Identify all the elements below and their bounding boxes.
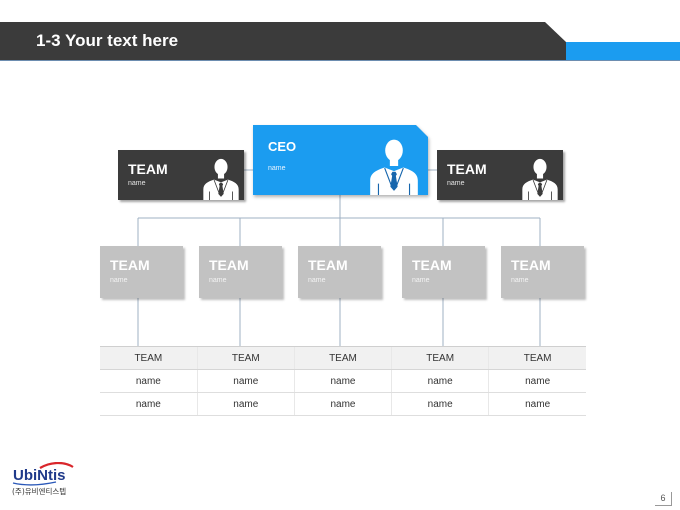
table-cell: name	[100, 369, 198, 393]
team-name: name	[511, 277, 529, 284]
header-blue-band	[566, 42, 680, 60]
team-title: TEAM	[128, 161, 168, 177]
person-icon	[519, 157, 561, 200]
logo-swoosh-blue	[12, 481, 57, 486]
team-title: TEAM	[511, 257, 551, 273]
team-title: TEAM	[209, 257, 249, 273]
table-cell: name	[100, 392, 198, 416]
table-cell: name	[196, 369, 295, 393]
table-cell: name	[488, 369, 586, 393]
ceo-box: CEO name	[253, 125, 428, 195]
company-logo: UbiNtis	[12, 462, 74, 486]
team-box-2: TEAM name	[199, 246, 282, 298]
team-name: name	[447, 180, 465, 187]
logo-swoosh-red	[39, 462, 74, 469]
team-box-4: TEAM name	[402, 246, 485, 298]
team-name: name	[308, 277, 326, 284]
team-table: TEAM TEAM TEAM TEAM TEAM name name name …	[100, 346, 586, 416]
table-cell: name	[196, 392, 295, 416]
table-row: name name name name name	[100, 369, 586, 393]
table-header-row: TEAM TEAM TEAM TEAM TEAM	[100, 346, 586, 370]
header-dark-band	[0, 22, 566, 60]
person-icon	[368, 137, 420, 195]
ceo-box-body: CEO name	[253, 125, 428, 195]
team-title: TEAM	[308, 257, 348, 273]
table-row: name name name name name	[100, 392, 586, 416]
team-title: TEAM	[110, 257, 150, 273]
table-header-cell: TEAM	[293, 346, 392, 370]
team-name: name	[128, 180, 146, 187]
person-icon	[200, 157, 242, 200]
table-header-cell: TEAM	[100, 346, 198, 370]
company-name: (주)유비엔티스텝	[12, 487, 67, 496]
table-cell: name	[488, 392, 586, 416]
team-title: TEAM	[412, 257, 452, 273]
table-cell: name	[391, 392, 489, 416]
header-underline	[0, 60, 680, 61]
table-cell: name	[293, 392, 392, 416]
table-header-cell: TEAM	[391, 346, 489, 370]
table-cell: name	[391, 369, 489, 393]
team-title: TEAM	[447, 161, 487, 177]
ceo-name: name	[268, 165, 286, 172]
logo-wordmark: UbiNtis	[13, 467, 66, 484]
team-box-3: TEAM name	[298, 246, 381, 298]
team-name: name	[412, 277, 430, 284]
table-header-cell: TEAM	[196, 346, 295, 370]
page-number: 6	[655, 492, 672, 506]
ceo-title: CEO	[268, 139, 297, 154]
table-header-cell: TEAM	[488, 346, 586, 370]
table-cell: name	[293, 369, 392, 393]
team-box-5: TEAM name	[501, 246, 584, 298]
team-name: name	[209, 277, 227, 284]
slide-title: 1-3 Your text here	[36, 31, 179, 50]
team-name: name	[110, 277, 128, 284]
header-bar	[0, 22, 680, 61]
side-team-box-right: TEAM name	[437, 150, 563, 200]
side-team-box-left: TEAM name	[118, 150, 244, 200]
team-box-1: TEAM name	[100, 246, 183, 298]
